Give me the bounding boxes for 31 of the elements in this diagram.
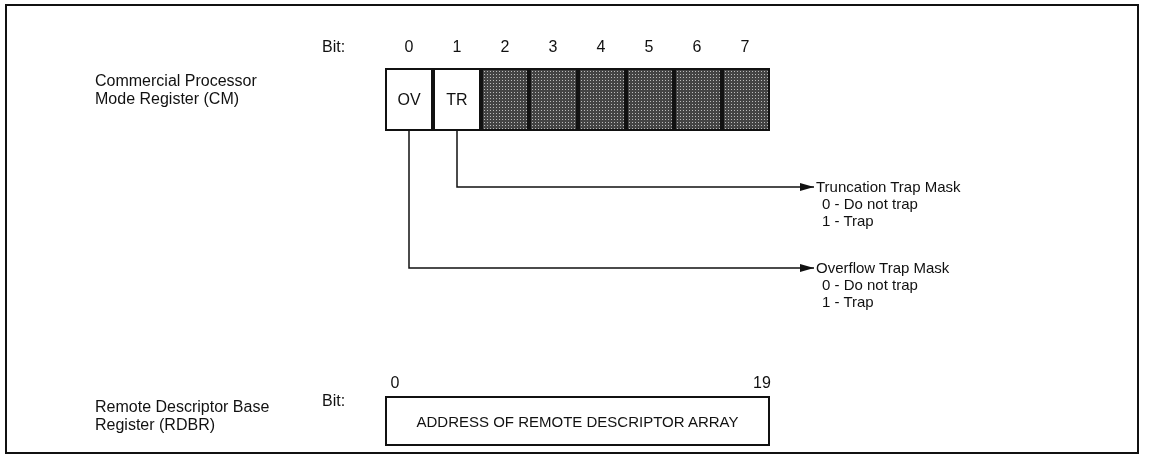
bit-number: 3 bbox=[547, 38, 559, 56]
reserved-bit-cell bbox=[529, 68, 578, 131]
register-name: Commercial Processor Mode Register (CM) bbox=[95, 72, 258, 108]
arrow bbox=[456, 130, 815, 191]
bit-number: 6 bbox=[691, 38, 703, 56]
mask-value: 0 - Do not trap bbox=[821, 276, 919, 293]
bit-number: 7 bbox=[739, 38, 751, 56]
bit-number: 0 bbox=[403, 38, 415, 56]
mask-title: Overflow Trap Mask bbox=[816, 259, 951, 276]
mask-value: 0 - Do not trap bbox=[821, 195, 919, 212]
reserved-bit-cell bbox=[481, 68, 529, 131]
register-name: Remote Descriptor Base Register (RDBR) bbox=[95, 398, 271, 434]
reserved-bit-cell bbox=[674, 68, 722, 131]
arrow bbox=[408, 130, 815, 272]
bit-number: 4 bbox=[595, 38, 607, 56]
bit-number: 19 bbox=[752, 374, 772, 392]
bit-number: 5 bbox=[643, 38, 655, 56]
bit-field: TR bbox=[433, 68, 481, 131]
bit-field: OV bbox=[385, 68, 433, 131]
mask-title: Truncation Trap Mask bbox=[816, 178, 962, 195]
mask-value: 1 - Trap bbox=[821, 212, 875, 229]
bit-label: Bit: bbox=[322, 392, 347, 410]
bit-label: Bit: bbox=[322, 38, 347, 56]
reserved-bit-cell bbox=[626, 68, 674, 131]
mask-value: 1 - Trap bbox=[821, 293, 875, 310]
bit-number: 0 bbox=[389, 374, 401, 392]
bit-number: 2 bbox=[499, 38, 511, 56]
reserved-bit-cell bbox=[578, 68, 626, 131]
reserved-bit-cell bbox=[722, 68, 770, 131]
bit-number: 1 bbox=[451, 38, 463, 56]
register-field: ADDRESS OF REMOTE DESCRIPTOR ARRAY bbox=[385, 396, 770, 446]
